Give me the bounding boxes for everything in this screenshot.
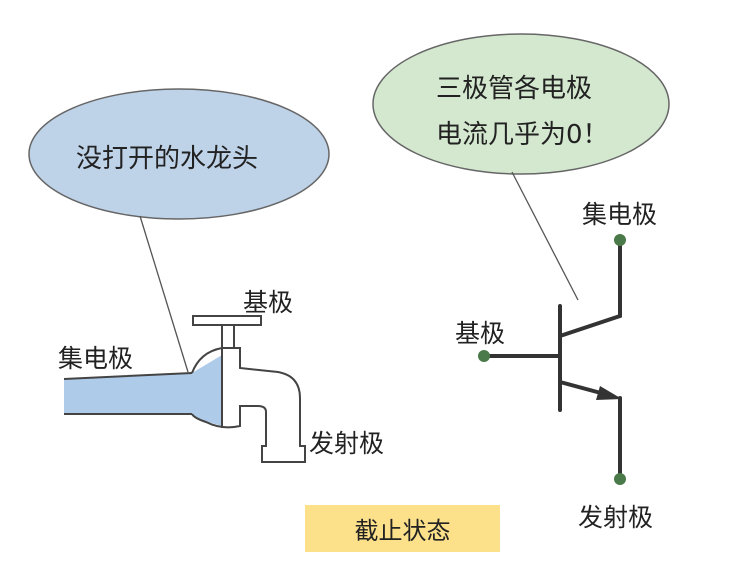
transistor-bubble-line2: 电流几乎为0！ bbox=[436, 120, 609, 150]
transistor-emitter-arrow bbox=[596, 386, 622, 400]
faucet-pipe bbox=[63, 372, 193, 415]
transistor-speech-bubble bbox=[372, 33, 670, 175]
transistor-collector-diagonal bbox=[558, 314, 622, 338]
transistor-base-label: 基极 bbox=[455, 319, 506, 348]
state-label-box: 截止状态 bbox=[305, 505, 500, 552]
faucet-water bbox=[64, 355, 222, 426]
faucet-collector-label: 集电极 bbox=[58, 344, 134, 373]
transistor-collector-terminal bbox=[614, 234, 626, 246]
faucet-bubble-text: 没打开的水龙头 bbox=[76, 144, 259, 174]
transistor-emitter-terminal bbox=[614, 473, 626, 485]
transistor-bubble-pointer bbox=[511, 171, 579, 301]
transistor-symbol bbox=[482, 240, 622, 480]
transistor-emitter-label: 发射极 bbox=[578, 503, 654, 532]
faucet-illustration bbox=[63, 315, 306, 463]
transistor-base-terminal bbox=[478, 350, 490, 362]
faucet-emitter-label: 发射极 bbox=[309, 429, 385, 458]
faucet-speech-bubble bbox=[28, 88, 330, 220]
transistor-collector-label: 集电极 bbox=[582, 200, 658, 229]
faucet-bubble-pointer bbox=[139, 215, 189, 373]
faucet-handle bbox=[192, 315, 262, 326]
faucet-base-label: 基极 bbox=[243, 288, 294, 317]
state-label: 截止状态 bbox=[354, 517, 451, 545]
transistor-bubble-line1: 三极管各电极 bbox=[436, 74, 593, 104]
